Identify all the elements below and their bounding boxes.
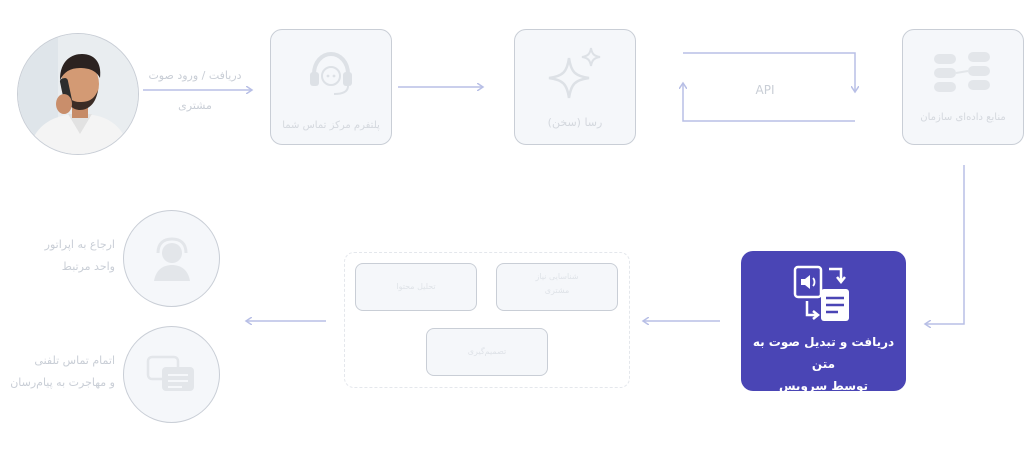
messenger-outcome-label: اتمام تماس تلفنی و مهاجرت به پیام‌رسان bbox=[0, 350, 115, 394]
speech-to-text-service-card: دریافت و تبدیل صوت به متن توسط سرویس bbox=[741, 251, 906, 393]
arrow-rasa-to-api bbox=[683, 52, 855, 92]
customer-photo bbox=[17, 33, 139, 155]
analysis-step-decision: تصمیم‌گیری bbox=[426, 328, 548, 376]
customer-input-label-line-2: مشتری bbox=[178, 99, 212, 112]
arrow-org-data-to-service bbox=[925, 165, 965, 324]
operator-outcome-label: ارجاع به اپراتور واحد مرتبط bbox=[20, 234, 115, 278]
headset-icon bbox=[310, 51, 352, 95]
operator-circle bbox=[123, 210, 220, 307]
customer-input-label: دریافت / ورود صوت مشتری bbox=[145, 65, 245, 117]
operator-icon bbox=[154, 237, 190, 281]
org-data-label: منابع داده‌ای سازمان bbox=[920, 112, 1006, 123]
org-data-card: منابع داده‌ای سازمان bbox=[902, 29, 1024, 145]
analysis-step-need-line-2: مشتری bbox=[544, 286, 570, 295]
service-label-line-1: دریافت و تبدیل صوت به متن bbox=[752, 335, 895, 371]
api-label: API bbox=[755, 83, 775, 97]
arrow-api-to-rasa bbox=[683, 83, 855, 122]
analysis-step-need: شناسایی نیاز مشتری bbox=[496, 263, 618, 311]
messenger-outcome-line-2: و مهاجرت به پیام‌رسان bbox=[10, 376, 115, 389]
rasa-label: رسا (سخن) bbox=[547, 116, 603, 129]
database-icon bbox=[934, 52, 990, 92]
messenger-outcome-line-1: اتمام تماس تلفنی bbox=[34, 354, 115, 367]
chat-icon bbox=[146, 355, 194, 391]
operator-outcome-line-1: ارجاع به اپراتور bbox=[44, 238, 115, 251]
analysis-step-content: تحلیل محتوا bbox=[355, 263, 477, 311]
operator-outcome-line-2: واحد مرتبط bbox=[61, 260, 115, 273]
analysis-group bbox=[344, 252, 630, 388]
contact-center-label: پلتفرم مرکز تماس شما bbox=[282, 120, 380, 131]
customer-input-label-line-1: دریافت / ورود صوت bbox=[148, 69, 242, 82]
messenger-circle bbox=[123, 326, 220, 423]
analysis-step-decision-label: تصمیم‌گیری bbox=[467, 347, 507, 356]
contact-center-card: پلتفرم مرکز تماس شما bbox=[270, 29, 392, 145]
speech-to-text-icon bbox=[793, 265, 849, 321]
analysis-step-need-label: شناسایی نیاز مشتری bbox=[497, 264, 617, 298]
rasa-card: رسا (سخن) bbox=[514, 29, 636, 145]
service-label-line-2: توسط سرویس bbox=[778, 379, 869, 393]
speech-to-text-service-label: دریافت و تبدیل صوت به متن توسط سرویس bbox=[741, 331, 906, 397]
analysis-step-need-line-1: شناسایی نیاز bbox=[535, 272, 579, 281]
analysis-step-content-label: تحلیل محتوا bbox=[396, 282, 436, 291]
sparkle-icon bbox=[548, 47, 601, 99]
